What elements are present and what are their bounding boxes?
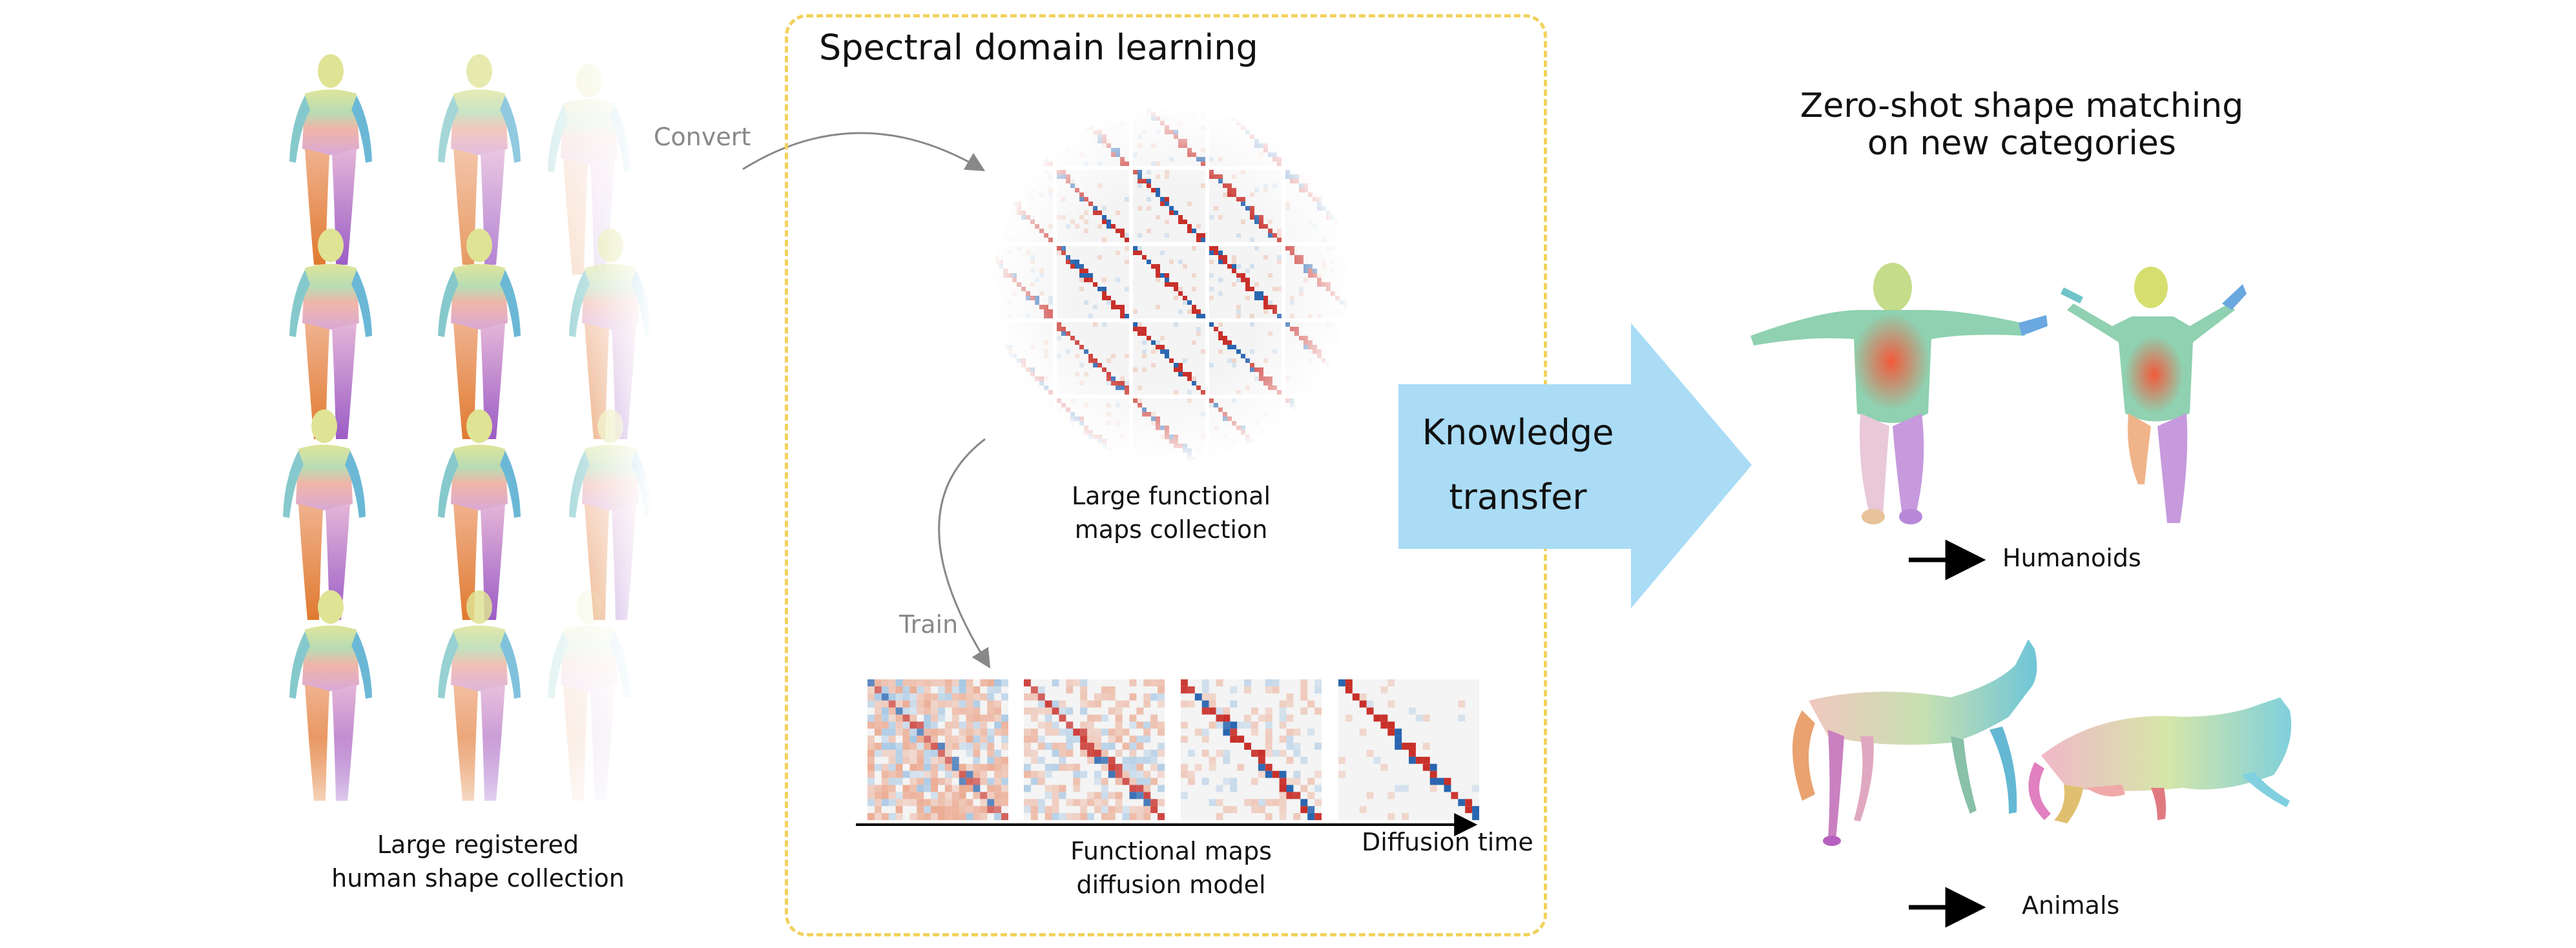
diffusion-matrix-0 bbox=[867, 679, 1008, 820]
right-title-line1: Zero-shot shape matching bbox=[1800, 87, 2244, 125]
left-caption: Large registered human shape collection bbox=[284, 828, 672, 895]
transfer-text: Knowledge transfer bbox=[1421, 400, 1615, 530]
diffusion-matrix-1 bbox=[1024, 679, 1165, 820]
diffusion-caption: Functional maps diffusion model bbox=[1010, 834, 1333, 902]
transfer-line1: Knowledge bbox=[1422, 412, 1614, 453]
horse bbox=[1792, 639, 2037, 846]
collection-caption: Large functional maps collection bbox=[1010, 479, 1333, 546]
collection-caption-line2: maps collection bbox=[1074, 515, 1268, 544]
train-label: Train bbox=[899, 610, 959, 639]
animals-label: Animals bbox=[2022, 891, 2120, 920]
diffusion-caption-line1: Functional maps bbox=[1070, 837, 1272, 865]
humanoid-2 bbox=[2061, 267, 2247, 523]
right-title-line2: on new categories bbox=[1867, 124, 2176, 163]
humanoid-1 bbox=[1750, 263, 2048, 524]
cat bbox=[2028, 697, 2292, 823]
diffusion-matrix-2 bbox=[1181, 679, 1322, 820]
right-title: Zero-shot shape matching on new categori… bbox=[1770, 87, 2274, 162]
convert-label: Convert bbox=[654, 123, 751, 151]
diffusion-matrix-3 bbox=[1338, 679, 1479, 820]
left-caption-line1: Large registered bbox=[377, 830, 579, 859]
left-caption-line2: human shape collection bbox=[331, 864, 625, 892]
spectral-title: Spectral domain learning bbox=[819, 27, 1258, 68]
diffusion-caption-line2: diffusion model bbox=[1076, 871, 1266, 899]
diffusion-time-label: Diffusion time bbox=[1362, 828, 1533, 856]
transfer-line2: transfer bbox=[1449, 477, 1587, 517]
humanoids-label: Humanoids bbox=[2002, 544, 2141, 572]
collection-caption-line1: Large functional bbox=[1071, 482, 1271, 510]
